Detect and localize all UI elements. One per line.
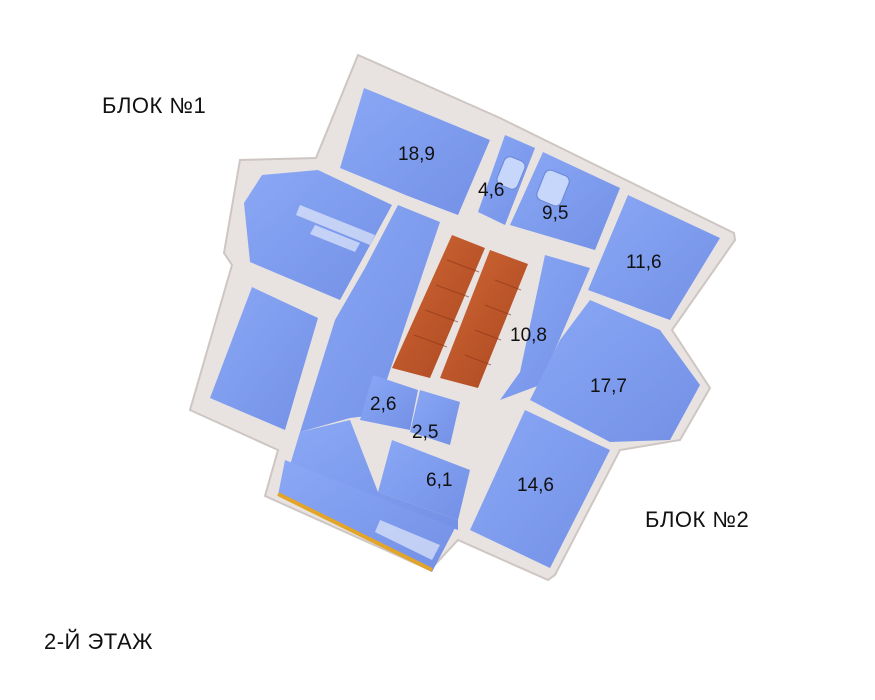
hall-block1	[300, 205, 440, 432]
room-area-label: 17,7	[590, 376, 627, 397]
window-reflections	[296, 205, 440, 560]
stairs-left	[392, 235, 485, 378]
hall-block2	[500, 255, 590, 400]
room-area-label: 10,8	[510, 325, 547, 346]
room-area-label: 18,9	[398, 144, 435, 165]
balcony-edge	[277, 492, 433, 572]
room-area-label: 9,5	[542, 203, 568, 224]
room-area-label: 11,6	[626, 252, 662, 273]
room-area-label: 2,5	[412, 422, 438, 443]
bathtub-icon	[496, 156, 526, 190]
block-1-label: БЛОК №1	[102, 93, 207, 118]
room-2-5	[410, 390, 460, 445]
room-18-9	[340, 88, 490, 215]
room-area-label: 4,6	[478, 180, 504, 201]
block-2-label: БЛОК №2	[645, 507, 750, 532]
room-area-label: 14,6	[517, 475, 554, 496]
room-17-7	[530, 300, 700, 442]
room-area-label: 2,6	[370, 394, 396, 415]
room-11-6	[588, 195, 720, 320]
room-area-label: 6,1	[426, 470, 452, 491]
floor-label: 2-Й ЭТАЖ	[44, 629, 153, 654]
room-6-1	[378, 440, 470, 520]
room-2-6	[360, 375, 418, 430]
room-14-6	[470, 410, 610, 568]
stair-treads	[413, 259, 522, 366]
room-9-5	[510, 152, 620, 250]
room-left-bottom	[210, 287, 318, 430]
bathtub-icon	[536, 169, 570, 207]
corridor-lower	[290, 420, 458, 530]
